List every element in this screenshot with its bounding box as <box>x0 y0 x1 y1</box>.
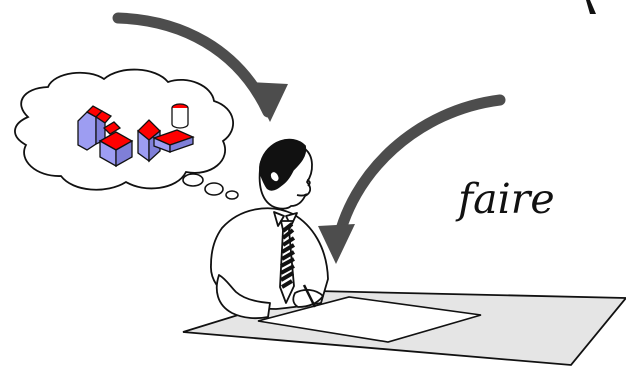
thought-bubble-dot-large <box>182 173 204 187</box>
curved-arrow-head-right <box>318 224 355 264</box>
block-long-right <box>169 136 194 153</box>
curved-arrow-icon <box>330 94 506 256</box>
fragment-mark <box>586 0 596 14</box>
tie-stripes <box>279 222 296 289</box>
building-blocks <box>77 103 195 168</box>
desk-paper <box>257 296 482 343</box>
curved-arrow-right <box>318 94 506 264</box>
curved-arrow-left <box>112 12 288 122</box>
thought-bubble-icon <box>14 68 234 191</box>
block-middle-top-small <box>102 121 122 135</box>
corner-fragment <box>586 0 596 14</box>
person-arm-left <box>215 274 271 320</box>
curved-arrow-head-left <box>250 82 288 122</box>
thought-bubble-dot-small <box>225 190 239 200</box>
person-nose <box>306 179 311 187</box>
thought-bubble <box>14 68 239 200</box>
cylinder-body <box>171 108 189 129</box>
thought-bubble-dot-medium <box>204 182 224 196</box>
person-ear <box>269 170 281 183</box>
block-middle-right <box>115 139 133 168</box>
block-left-front <box>77 111 97 151</box>
caption-text: faire <box>455 175 555 223</box>
person-mouth <box>296 193 308 197</box>
person-icon <box>210 207 329 310</box>
person <box>210 138 329 320</box>
pen <box>302 284 317 308</box>
